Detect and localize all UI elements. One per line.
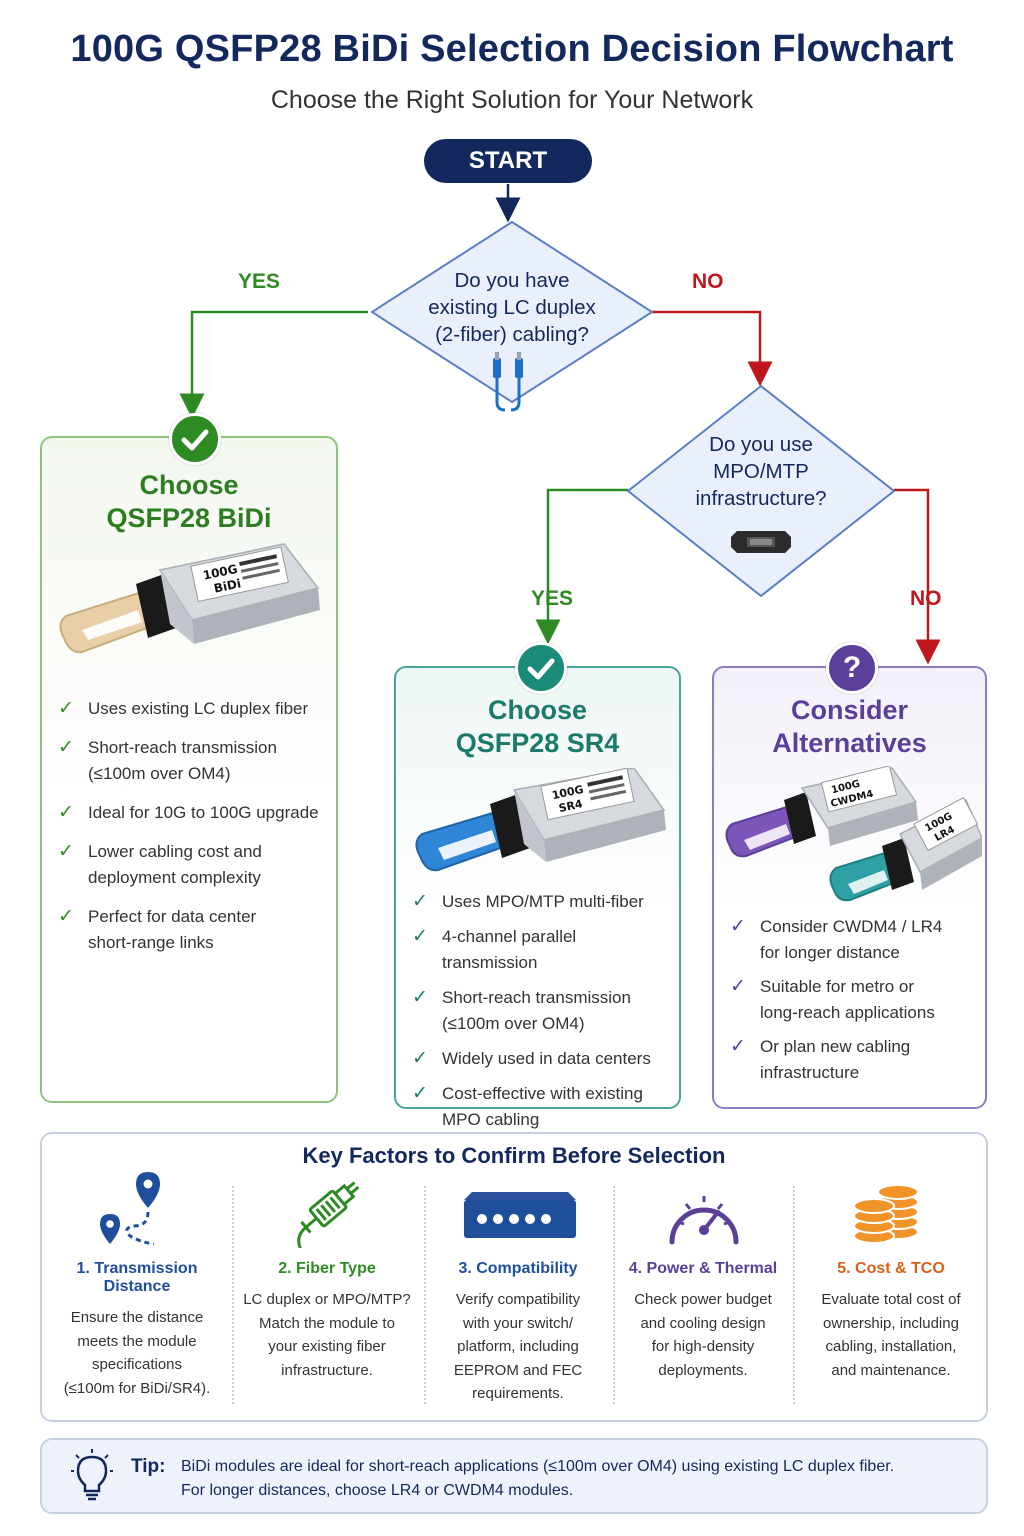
card-sr4-title: Choose QSFP28 SR4 [455, 695, 620, 758]
list-item: ✓Short-reach transmission(≤100m over OM4… [412, 987, 631, 1033]
check-icon: ✓ [58, 906, 74, 927]
divider [613, 1186, 615, 1404]
tip-label: Tip: [131, 1456, 166, 1477]
sr4-module-image: 100G SR4 [415, 768, 666, 872]
factor-fiber-type: 2. Fiber Type LC duplex or MPO/MTP? Matc… [243, 1260, 411, 1379]
page-subtitle: Choose the Right Solution for Your Netwo… [270, 86, 754, 114]
check-icon: ✓ [412, 1083, 428, 1104]
q1-no-label: NO [692, 270, 724, 293]
q1-yes-arrow [179, 310, 368, 419]
divider [424, 1186, 426, 1404]
check-badge-sr4 [515, 642, 567, 694]
card-bidi-bullets: ✓Uses existing LC duplex fiber ✓Short-re… [58, 696, 326, 956]
lc-connector-icon [493, 352, 523, 412]
card-qsfp28-bidi [40, 436, 338, 1103]
divider [232, 1186, 234, 1404]
coins-icon [853, 1184, 919, 1244]
check-icon: ✓ [58, 802, 74, 823]
check-icon: ✓ [412, 926, 428, 947]
card-alt-title: Consider Alternatives [772, 695, 927, 758]
question-badge: ? [826, 642, 878, 694]
list-item: ✓Widely used in data centers [412, 1046, 674, 1072]
start-node: START [424, 139, 592, 183]
divider [793, 1186, 795, 1404]
question-icon: ? [842, 651, 862, 684]
lightbulb-icon [71, 1449, 113, 1501]
key-factors-title: Key Factors to Confirm Before Selection [302, 1143, 726, 1168]
q2-no-label: NO [910, 587, 942, 610]
bidi-module-image: 100G BiDi [59, 543, 320, 654]
check-icon [181, 429, 209, 451]
factor-cost-tco: 5. Cost & TCO Evaluate total cost of own… [821, 1260, 961, 1379]
list-item: ✓Uses MPO/MTP multi-fiber [412, 889, 674, 915]
list-item: ✓4-channel parallel transmission [412, 926, 577, 972]
tip-box [40, 1438, 988, 1514]
factor-transmission-distance: 1. Transmission Distance Ensure the dist… [63, 1260, 211, 1397]
check-icon: ✓ [730, 916, 746, 937]
check-icon: ✓ [58, 698, 74, 719]
gauge-icon [669, 1196, 739, 1245]
fiber-connector-icon [297, 1181, 360, 1248]
tip-text: BiDi modules are ideal for short-reach a… [181, 1458, 895, 1499]
list-item: ✓Uses existing LC duplex fiber [58, 696, 326, 722]
check-icon: ✓ [730, 976, 746, 997]
card-qsfp28-sr4 [394, 666, 681, 1109]
route-pin-icon [100, 1172, 160, 1246]
decision-q1-diamond [370, 220, 654, 404]
switch-icon [464, 1192, 576, 1238]
q1-no-arrow [652, 310, 773, 387]
check-icon: ✓ [412, 987, 428, 1008]
alternative-modules-image: 100G CWDM4 100G LR4 [725, 766, 982, 902]
list-item: ✓Ideal for 10G to 100G upgrade [58, 800, 326, 826]
check-icon: ✓ [58, 737, 74, 758]
key-factors-panel [40, 1132, 988, 1422]
decision-q2-diamond [626, 384, 896, 598]
page-title: 100G QSFP28 BiDi Selection Decision Flow… [70, 28, 954, 70]
check-badge-bidi [169, 413, 221, 465]
decision-q2-text: Do you use MPO/MTP infrastructure? [695, 433, 827, 510]
list-item: ✓Short-reach transmission(≤100m over OM4… [58, 737, 277, 783]
factor-power-thermal: 4. Power & Thermal Check power budget an… [628, 1260, 778, 1379]
factor-compatibility: 3. Compatibility Verify compatibility wi… [453, 1260, 583, 1402]
check-icon: ✓ [730, 1036, 746, 1057]
check-icon: ✓ [412, 891, 428, 912]
card-sr4-bullets: ✓Uses MPO/MTP multi-fiber ✓4-channel par… [412, 889, 674, 1133]
check-icon: ✓ [58, 841, 74, 862]
q1-yes-label: YES [238, 270, 281, 293]
svg-text:BiDi: BiDi [213, 576, 243, 595]
q2-yes-label: YES [531, 587, 574, 610]
q2-yes-arrow [535, 488, 628, 645]
svg-text:SR4: SR4 [558, 797, 585, 815]
q2-no-arrow [894, 488, 941, 665]
decision-q1-text: Do you have existing LC duplex (2-fiber)… [428, 269, 596, 346]
card-bidi-title: Choose QSFP28 BiDi [106, 470, 272, 533]
check-icon: ✓ [412, 1048, 428, 1069]
check-icon [527, 658, 555, 680]
mpo-connector-icon [731, 531, 791, 553]
